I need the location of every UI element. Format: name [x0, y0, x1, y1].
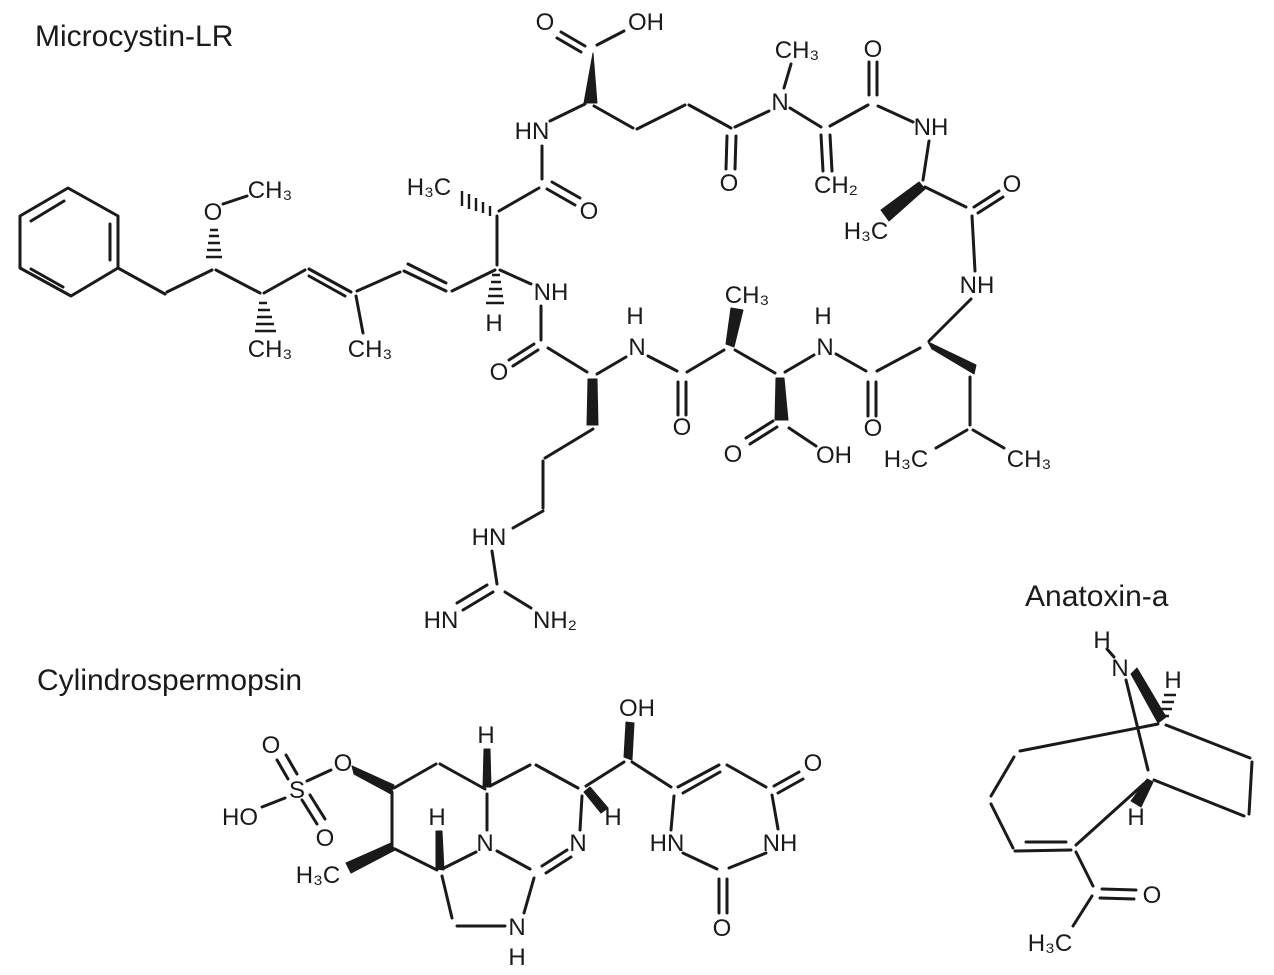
atom-label-o: O [490, 359, 509, 386]
atom-label-ch2: CH₂ [814, 172, 858, 199]
atom-label-o: O [262, 732, 281, 759]
atom-label-ch3: CH₃ [775, 37, 819, 64]
atom-label-o: O [316, 825, 335, 852]
atom-label-ch3: CH₃ [248, 336, 292, 363]
atom-label-nh: NH [534, 279, 569, 306]
anatoxin-bond-skeleton [989, 647, 1254, 928]
molecule-title-microcystin: Microcystin-LR [35, 20, 233, 53]
atom-label-h3c: H₃C [1028, 930, 1072, 957]
atom-label-h3c: H₃C [844, 218, 888, 245]
atom-label-h: H [428, 804, 445, 831]
anatoxin-atom-labels: H N H H O H₃C [1028, 627, 1182, 957]
atom-label-n: N [569, 830, 586, 857]
atom-label-hn: HN [424, 607, 459, 634]
atom-label-o: O [334, 750, 353, 777]
atom-label-h: H [477, 722, 494, 749]
atom-label-o: O [1003, 171, 1022, 198]
atom-label-oh: OH [816, 442, 852, 469]
atom-label-ch3: CH₃ [725, 282, 769, 309]
atom-label-h3c: H₃C [407, 174, 451, 201]
atom-label-nh: NH [763, 830, 798, 857]
atom-label-ho: HO [222, 804, 258, 831]
atom-label-h: H [508, 944, 525, 971]
molecule-title-anatoxin: Anatoxin-a [1025, 580, 1169, 613]
atom-label-n: N [771, 89, 788, 116]
atom-label-o: O [864, 36, 883, 63]
atom-label-o: O [713, 915, 732, 942]
atom-label-o: O [720, 170, 739, 197]
molecule-microcystin-lr: Microcystin-LR [18, 9, 1052, 634]
atom-label-o: O [724, 441, 743, 468]
atom-label-h: H [626, 303, 643, 330]
molecule-cylindrospermopsin: Cylindrospermopsin [37, 664, 822, 971]
atom-label-hn: HN [650, 830, 685, 857]
atom-label-h: H [1164, 667, 1181, 694]
atom-label-oh: OH [628, 9, 664, 36]
atom-label-hn: HN [515, 118, 550, 145]
molecule-title-cylindrospermopsin: Cylindrospermopsin [37, 664, 302, 697]
atom-label-h: H [1093, 627, 1110, 654]
atom-label-n: N [816, 334, 833, 361]
atom-label-n: N [476, 830, 493, 857]
atom-label-h: H [485, 310, 502, 337]
atom-label-h3c: H₃C [884, 446, 928, 473]
atom-label-o: O [864, 415, 883, 442]
atom-label-ch3: CH₃ [1007, 446, 1051, 473]
atom-label-s: S [289, 777, 305, 804]
atom-label-h: H [604, 804, 621, 831]
atom-label-h: H [814, 303, 831, 330]
atom-label-o: O [536, 9, 555, 36]
atom-label-n: N [1111, 655, 1128, 682]
microcystin-atom-labels: O OH CH₃ O HN N NH O CH₂ H₃C O CH₃ O H₃C… [204, 9, 1052, 634]
atom-label-o: O [804, 750, 823, 777]
atom-label-n: N [508, 914, 525, 941]
atom-label-oh: OH [619, 695, 655, 722]
atom-label-hn: HN [472, 524, 507, 551]
atom-label-h3c: H₃C [296, 862, 340, 889]
cylindrospermopsin-atom-labels: O S O HO O H₃C H H N N H OH N H HN NH O … [222, 695, 822, 971]
atom-label-nh: NH [960, 272, 995, 299]
atom-label-o: O [673, 414, 692, 441]
atom-label-ch3: CH₃ [248, 177, 292, 204]
atom-label-o: O [204, 199, 223, 226]
atom-label-n: N [628, 334, 645, 361]
atom-label-o: O [580, 198, 599, 225]
molecule-anatoxin-a: Anatoxin-a H N H H O [989, 580, 1254, 957]
microcystin-bond-skeleton [18, 29, 1006, 612]
cylindrospermopsin-bond-skeleton [260, 721, 805, 928]
atom-label-h: H [1127, 804, 1144, 831]
atom-label-ch3: CH₃ [348, 336, 392, 363]
atom-label-o: O [1143, 882, 1162, 909]
atom-label-nh: NH [914, 114, 949, 141]
atom-label-nh2: NH₂ [533, 607, 577, 634]
